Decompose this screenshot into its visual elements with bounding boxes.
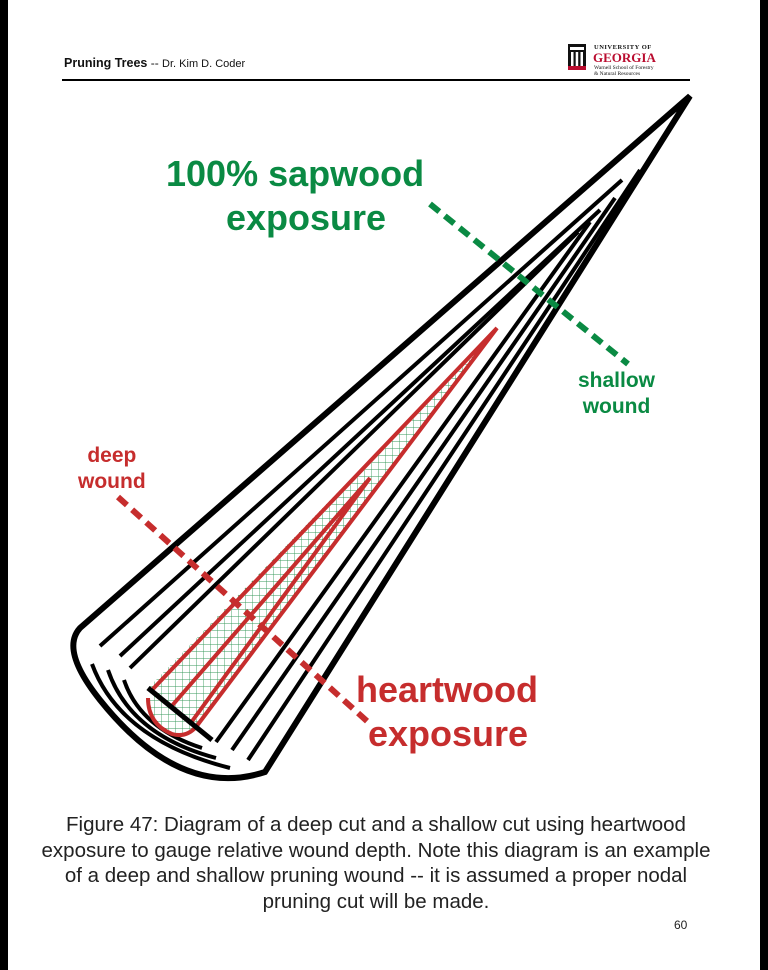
label-shallow-line2: wound bbox=[582, 395, 651, 418]
branch-outer-outline bbox=[70, 93, 693, 782]
figure-caption: Figure 47: Diagram of a deep cut and a s… bbox=[41, 813, 711, 913]
logo-georgia: GEORGIA bbox=[593, 50, 656, 65]
label-heartwood-line1: heartwood bbox=[356, 669, 539, 710]
label-deep-line2: wound bbox=[78, 470, 146, 493]
logo-school-line2: & Natural Resources bbox=[594, 71, 641, 77]
label-heartwood-line2: exposure bbox=[368, 713, 529, 754]
label-sapwood-line2: exposure bbox=[226, 197, 387, 238]
header-rule bbox=[62, 79, 690, 81]
header-author: Dr. Kim D. Coder bbox=[162, 58, 246, 70]
label-sapwood-exposure: 100% sapwood exposure bbox=[166, 152, 424, 240]
uga-logo: UNIVERSITY OF GEORGIA Warnell School of … bbox=[568, 44, 688, 78]
growth-ring-lines bbox=[90, 168, 642, 770]
cut-face-line bbox=[146, 686, 214, 742]
logo-school-line1: Warnell School of Forestry bbox=[594, 65, 654, 71]
header-separator: -- bbox=[150, 56, 159, 70]
page-number: 60 bbox=[674, 918, 688, 932]
heartwood-outline bbox=[146, 326, 499, 738]
shallow-wound-dashed-line bbox=[428, 201, 630, 367]
header-title: Pruning Trees bbox=[64, 56, 148, 70]
arch-icon bbox=[568, 44, 586, 70]
label-deep-wound: deep wound bbox=[78, 443, 146, 495]
label-sapwood-line1: 100% sapwood bbox=[166, 153, 425, 194]
logo-school: Warnell School of Forestry & Natural Res… bbox=[594, 65, 684, 77]
heartwood-hatched-core bbox=[148, 328, 497, 727]
label-heartwood-exposure: heartwood exposure bbox=[356, 668, 538, 756]
logo-university-of: UNIVERSITY OF bbox=[594, 44, 652, 51]
label-shallow-wound: shallow wound bbox=[578, 368, 655, 420]
label-deep-line1: deep bbox=[87, 444, 137, 467]
running-header: Pruning Trees -- Dr. Kim D. Coder bbox=[64, 56, 245, 70]
label-shallow-line1: shallow bbox=[578, 369, 656, 392]
document-page bbox=[8, 0, 760, 970]
